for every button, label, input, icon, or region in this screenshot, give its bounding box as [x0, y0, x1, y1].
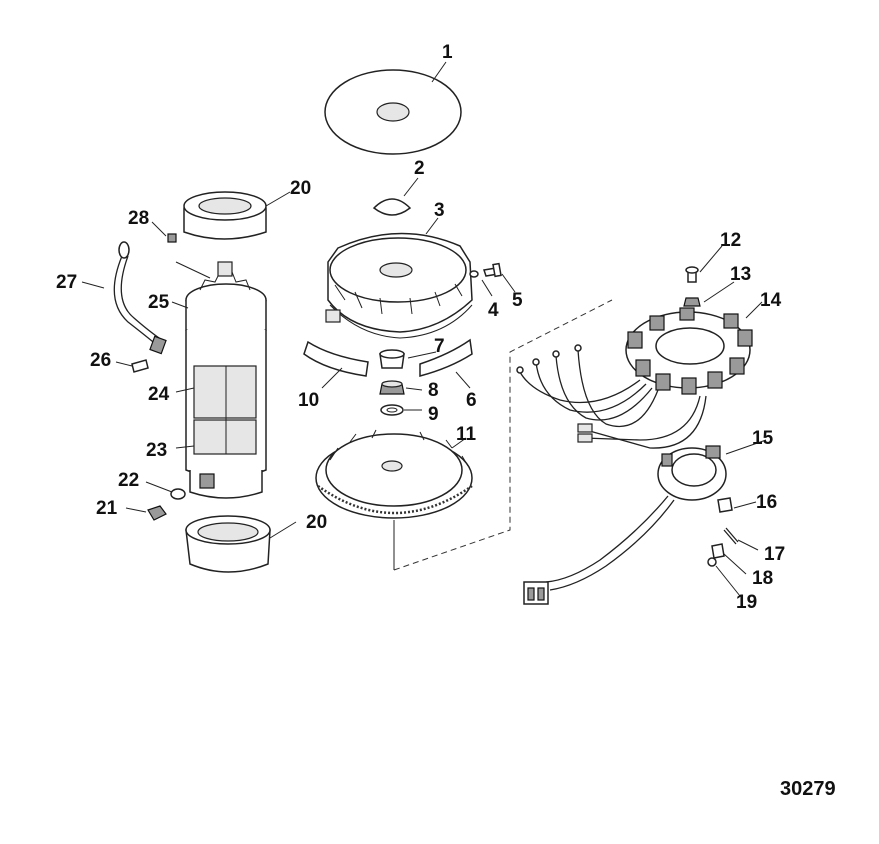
- callout-21: 21: [96, 498, 118, 519]
- part-17-spring: [723, 527, 739, 545]
- part-28-nut: [167, 233, 177, 243]
- callout-11: 11: [456, 424, 477, 445]
- callout-6: 6: [466, 390, 477, 411]
- callout-15: 15: [752, 428, 774, 449]
- starter-motor: [185, 261, 267, 499]
- callout-14: 14: [760, 290, 782, 311]
- callout-13: 13: [730, 264, 751, 285]
- part-27-cable: [113, 241, 167, 355]
- callout-5: 5: [512, 290, 523, 311]
- callout-17: 17: [764, 544, 785, 565]
- part-16-clip: [717, 497, 733, 513]
- callout-19: 19: [736, 592, 757, 613]
- part-5-screw: [483, 262, 502, 278]
- part-14-stator: [516, 307, 753, 449]
- part-9-washer: [380, 404, 404, 416]
- part-22-washer: [170, 488, 186, 500]
- callout-1: 1: [442, 42, 453, 63]
- callout-9: 9: [428, 404, 439, 425]
- callout-23: 23: [146, 440, 167, 461]
- part-6-segment: [419, 338, 473, 377]
- callout-20-top: 20: [290, 178, 311, 199]
- callout-10: 10: [298, 390, 319, 411]
- part-4-washer: [469, 270, 479, 278]
- part-7-sleeve: [379, 349, 405, 369]
- callout-27: 27: [56, 272, 77, 293]
- leader-lines: [81, 61, 767, 597]
- callout-22: 22: [118, 470, 139, 491]
- part-18-screw: [711, 543, 725, 559]
- callout-24: 24: [148, 384, 170, 405]
- part-2-cap: [372, 198, 412, 216]
- part-11-flywheel: [315, 429, 473, 519]
- part-10-segment: [303, 340, 369, 377]
- callout-4: 4: [488, 300, 499, 321]
- part-15-trigger: [523, 445, 727, 605]
- part-3-flywheel-cover: [325, 232, 473, 339]
- callout-20-bottom: 20: [306, 512, 327, 533]
- callout-7: 7: [434, 336, 445, 357]
- callout-12: 12: [720, 230, 741, 251]
- part-8-nut: [379, 380, 405, 395]
- part-1-decal: [324, 69, 462, 155]
- part-26-screw: [131, 359, 149, 373]
- part-12-screw: [685, 266, 699, 283]
- callout-16: 16: [756, 492, 777, 513]
- callout-8: 8: [428, 380, 439, 401]
- callout-18: 18: [752, 568, 773, 589]
- callout-28: 28: [128, 208, 149, 229]
- callout-26: 26: [90, 350, 111, 371]
- callout-2: 2: [414, 158, 425, 179]
- callout-labels: 1 2 3 4 5 6 7 8 9 10 11 12 13 14 15 16 1…: [56, 42, 785, 613]
- part-20-bottom-collar: [185, 515, 271, 573]
- part-21-nut: [147, 505, 167, 521]
- part-20-top-cap: [183, 191, 267, 240]
- callout-3: 3: [434, 200, 445, 221]
- part-13-washer: [683, 297, 701, 307]
- drawing-number: 30279: [780, 778, 836, 800]
- part-19-washer: [707, 557, 717, 567]
- callout-25: 25: [148, 292, 170, 313]
